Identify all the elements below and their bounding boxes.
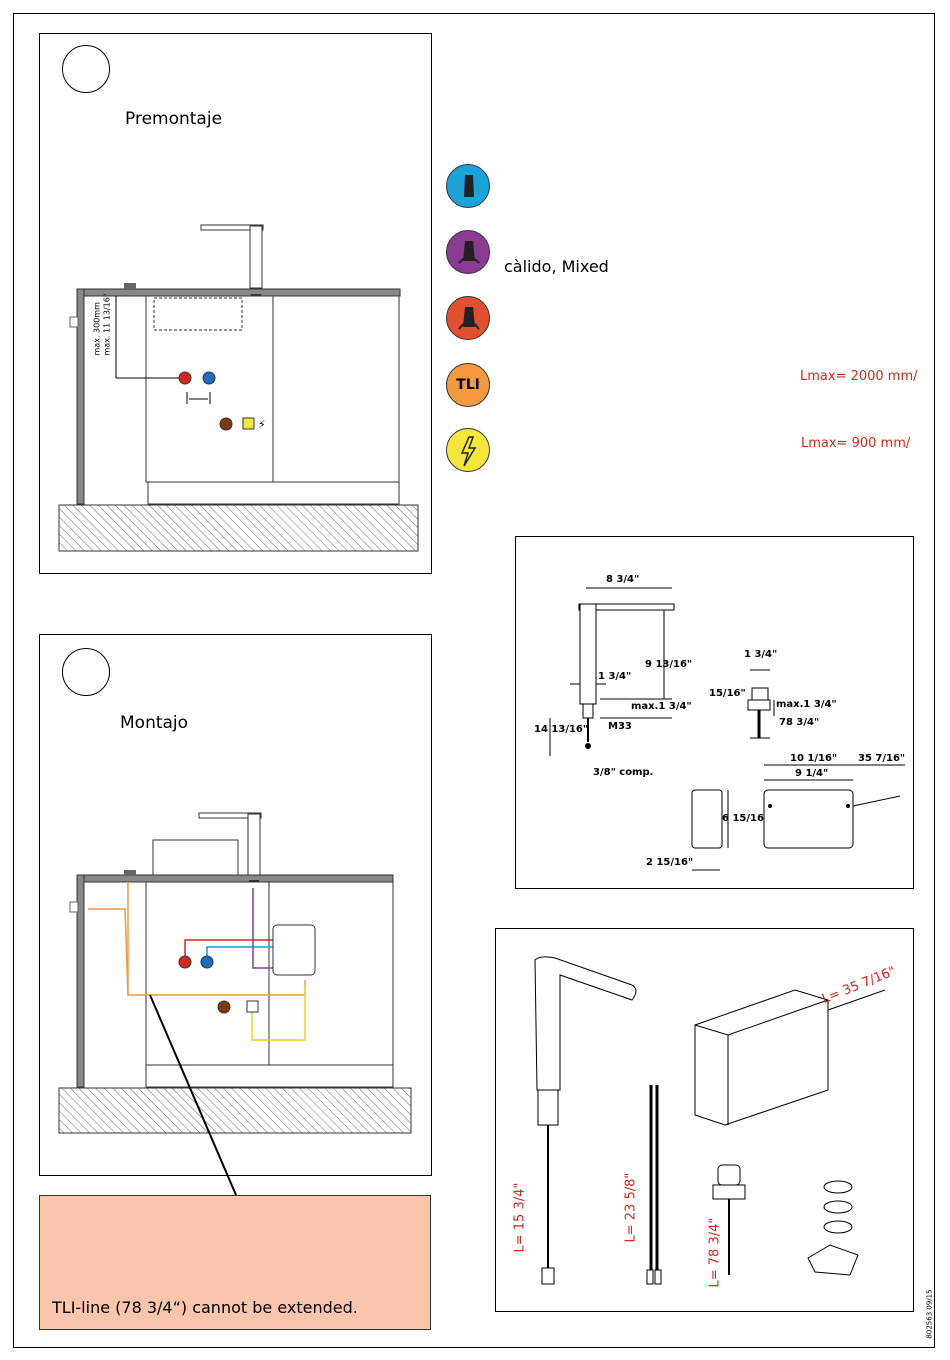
dim-14-13-16: 14 13/16" [534,724,589,735]
dim-2-15-16: 2 15/16" [646,857,694,868]
dim-6-15-16: 6 15/16 [722,813,764,824]
dim-78-3-4: 78 3/4" [779,717,820,728]
tli-badge: TLI [456,377,480,393]
premount-diagram: ⚡ [58,224,419,552]
svg-text:⚡: ⚡ [258,418,266,431]
dim-max-1-3-4-a: max.1 3/4" [631,701,692,712]
part-length-hoses: L= 23 5/8" [623,1172,639,1243]
dim-35-7-16: 35 7/16" [858,753,906,764]
dim-3-8-comp: 3/8" comp. [593,767,654,778]
mount-title: Montajo [120,713,189,733]
part-length-tli: L= 78 3/4" [707,1217,723,1288]
legend-cold-icon [446,164,490,208]
dim-9-1-4: 9 1/4" [795,768,829,779]
dim-1-3-4-a: 1 3/4" [598,671,632,682]
legend-power-lmax: Lmax= 900 mm/ [801,436,911,451]
premount-panel [39,33,432,574]
dim-max-1-3-4-b: max.1 3/4" [776,699,837,710]
page-border [13,13,935,1348]
dim-9-13-16: 9 13/16" [645,659,693,670]
dim-8-3-4: 8 3/4" [606,574,640,585]
premount-title: Premontaje [125,109,223,129]
note-box [39,1195,431,1330]
legend-hot-icon [446,296,490,340]
part-length-faucet: L= 15 3/4" [512,1182,528,1253]
note-text: TLI-line (78 3/4“) cannot be extended. [52,1298,358,1317]
legend-power-icon [446,428,490,472]
dim-10-1-16: 10 1/16" [790,753,838,764]
dim-1-3-4-b: 1 3/4" [744,649,778,660]
parts-panel [495,928,914,1312]
dim-m33: M33 [608,721,632,732]
step-circle-2 [62,648,110,696]
mount-panel [39,634,432,1176]
dimensions-panel [515,536,914,889]
step-circle-1 [62,45,110,93]
legend-tli-icon: TLI [446,363,490,407]
dim-15-16: 15/16" [709,688,746,699]
legend-mixed-text: càlido, Mixed [504,257,609,276]
legend-tli-lmax: Lmax= 2000 mm/ [800,369,918,384]
legend-mixed-icon [446,230,490,274]
doc-code: 802563 09/15 [925,1289,934,1339]
